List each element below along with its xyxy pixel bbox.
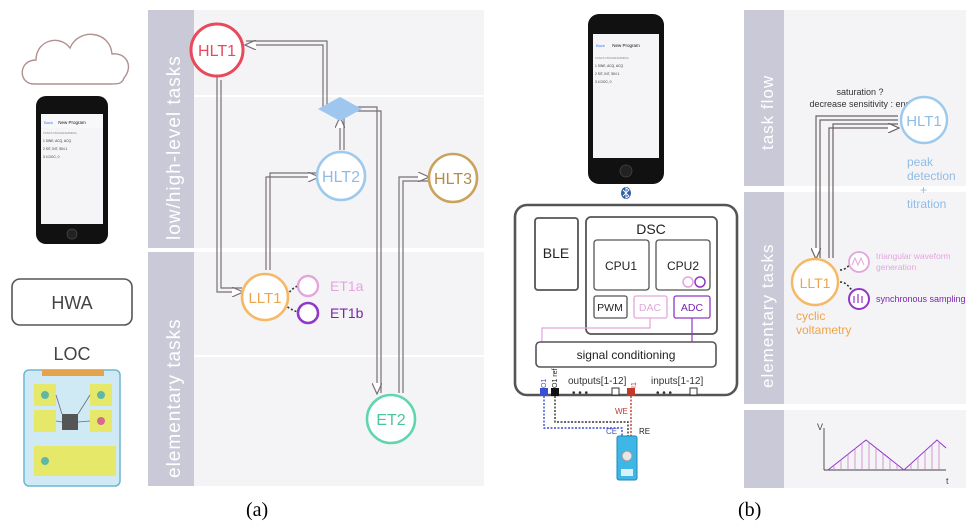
panel-a-bands — [148, 10, 484, 486]
loc-label: LOC — [53, 344, 90, 364]
node-hlt1 — [189, 22, 245, 78]
cloud-icon — [21, 33, 130, 85]
detection-label: detection — [907, 169, 956, 183]
node-llt1 — [240, 272, 290, 322]
node-hlt2 — [315, 150, 367, 202]
node-hlt3 — [427, 152, 479, 204]
node-et1b — [296, 301, 320, 325]
cpu1-box — [593, 239, 650, 291]
o1ref-label: O1 ref — [552, 368, 559, 388]
triangle-wave-icon — [848, 251, 870, 273]
phone-a-title: New Program — [58, 120, 86, 125]
wave-v-label: V — [817, 422, 823, 432]
tri-label-1: triangular waveform — [876, 251, 951, 261]
pin-o1 — [540, 388, 548, 396]
sensor-strip — [616, 435, 638, 481]
node-et2 — [365, 393, 417, 445]
band-upper-label: low/high-level tasks — [164, 55, 185, 240]
we-label: WE — [615, 407, 628, 416]
node-et2-label: ET2 — [376, 412, 405, 429]
i1-label: I1 — [631, 382, 638, 388]
decision-diamond — [318, 97, 362, 121]
phone-a-back: Back — [44, 120, 53, 125]
loc-chip — [23, 369, 121, 487]
node-hlt3-label: HLT3 — [434, 171, 472, 188]
b-node-hlt1-label: HLT1 — [906, 113, 942, 130]
decrease-label: decrease sensitivity : end — [809, 99, 910, 109]
inputs-label: inputs[1-12] — [651, 376, 703, 387]
panel-b-bands — [744, 10, 966, 488]
plus-label: + — [920, 183, 927, 197]
peak-label: peak — [907, 155, 934, 169]
band-flow-label: task flow — [758, 75, 777, 150]
band-elem-label: elementary tasks — [758, 244, 777, 389]
bluetooth-icon — [621, 187, 631, 199]
b-node-hlt1 — [899, 95, 949, 145]
node-llt1-label: LLT1 — [248, 290, 281, 307]
panel-b-edges — [816, 115, 898, 295]
outputs-label: outputs[1-12] — [568, 376, 627, 387]
pin-o1ref — [551, 388, 559, 396]
node-et1a-label: ET1a — [330, 278, 364, 294]
node-et1a — [296, 274, 320, 298]
b-node-llt1-label: LLT1 — [800, 275, 831, 291]
phone-a-row-3: 3 4 DOC, 0 — [43, 155, 60, 159]
b-node-llt1 — [790, 257, 840, 307]
re-label: RE — [639, 427, 650, 436]
signal-conditioning-label: signal conditioning — [577, 348, 676, 362]
panel-a-edges — [216, 41, 428, 393]
pwm-box — [593, 295, 628, 319]
caption-b: (b) — [738, 499, 761, 521]
waveform-plot — [823, 428, 947, 471]
phone-b-title: New Program — [612, 43, 640, 48]
phone-a: New Program Back TASKS PROGRAMMING 1 SIN… — [36, 96, 108, 244]
ce-label: CE — [606, 427, 617, 436]
svg-text:• • •: • • • — [572, 388, 589, 399]
signal-conditioning-box — [535, 341, 717, 368]
node-hlt1-label: HLT1 — [198, 43, 236, 60]
node-et1b-label: ET1b — [330, 305, 364, 321]
titration-label: titration — [907, 197, 946, 211]
phone-b: New Program Back TASKS PROGRAMMING 1 SIN… — [588, 14, 664, 184]
node-hlt2-label: HLT2 — [322, 169, 360, 186]
hwa-box — [11, 278, 133, 326]
sampling-icon — [848, 288, 870, 310]
band-lower-label: elementary tasks — [164, 318, 185, 478]
phone-b-back: Back — [596, 43, 605, 48]
phone-a-section: TASKS PROGRAMMING — [43, 131, 77, 135]
phone-b-section: TASKS PROGRAMMING — [595, 56, 629, 60]
cyclic-label: cyclic — [796, 309, 825, 323]
dac-label: DAC — [639, 302, 662, 314]
pwm-label: PWM — [597, 302, 623, 314]
adc-label: ADC — [681, 302, 704, 314]
caption-a: (a) — [246, 499, 268, 521]
tri-label-2: generation — [876, 262, 916, 272]
ble-box — [534, 217, 579, 291]
cpu1-label: CPU1 — [605, 259, 637, 273]
phone-b-row-1: 1 SINE, ACQ, ACQ — [595, 64, 623, 68]
phone-a-row-2: 2 SIT, INT, SIN 1 — [43, 147, 68, 151]
dsc-label: DSC — [636, 221, 666, 237]
phone-b-row-2: 2 SIT, INT, SIN 1 — [595, 72, 620, 76]
voltametry-label: voltametry — [796, 323, 851, 337]
phone-b-row-3: 3 4 DOC, 0 — [595, 80, 612, 84]
pin-i1 — [627, 388, 635, 396]
phone-a-row-1: 1 SINE, ACQ, ACQ — [43, 139, 71, 143]
hwa-label: HWA — [51, 293, 92, 313]
sync-label: synchronous sampling — [876, 294, 966, 304]
ble-label: BLE — [543, 245, 569, 261]
cpu2-label: CPU2 — [667, 259, 699, 273]
svg-text:• • •: • • • — [656, 388, 673, 399]
saturation-label: saturation ? — [836, 87, 883, 97]
o1-label: O1 — [541, 379, 548, 388]
wave-t-label: t — [946, 476, 949, 486]
